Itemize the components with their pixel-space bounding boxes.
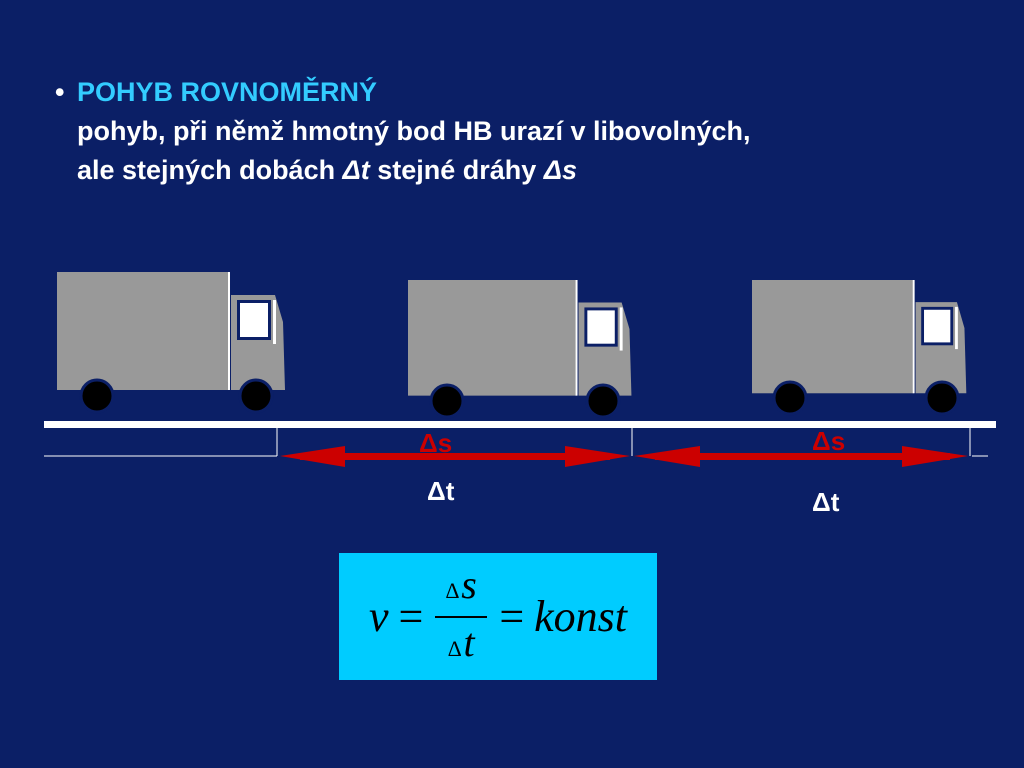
delta-s-label-2: Δs [812,426,845,456]
track-line [44,421,996,428]
definition-line-2: ale stejných dobách Δt stejné dráhy Δs [55,151,995,190]
truck-2 [407,279,633,419]
formula-equals-1: = [398,592,424,641]
fraction-bar [435,615,488,618]
bullet-icon: • [55,77,65,107]
definition-line-2-prefix: ale stejných dobách [77,155,336,185]
definition-text: • POHYB ROVNOMĚRNÝ pohyb, při němž hmotn… [55,72,995,190]
truck-2-rear-wheel [429,383,465,419]
heading: POHYB ROVNOMĚRNÝ [77,77,378,107]
delta-t-label-2: Δt [812,487,840,517]
formula-v: v [368,592,389,641]
truck-2-front-wheel [585,383,621,419]
bullet-heading: • POHYB ROVNOMĚRNÝ [55,72,995,112]
truck-1 [56,271,286,414]
delta-s-symbol: Δs [543,155,577,185]
arrow-segment-1 [280,446,630,467]
truck-3-front-wheel [924,380,960,416]
velocity-formula: v = ∆ s ∆ t = konst [339,553,657,680]
truck-3 [751,279,968,416]
formula-konst: konst [534,592,628,641]
delta-icon: ∆ [445,577,460,603]
formula-t: t [463,619,475,665]
formula-numerator: ∆ s [446,560,477,616]
delta-t-symbol: Δt [342,155,370,185]
definition-line-2-mid: stejné dráhy [377,155,537,185]
delta-s-label-1: Δs [419,428,452,458]
truck-1-rear-wheel [79,378,115,414]
definition-line-1: pohyb, při němž hmotný bod HB urazí v li… [77,116,751,146]
truck-1-front-wheel [238,378,274,414]
formula-fraction: ∆ s ∆ t [435,560,488,674]
formula-s: s [461,561,477,607]
delta-icon: ∆ [448,635,462,661]
arrow-segment-2 [634,446,968,467]
formula-denominator: ∆ t [448,618,475,674]
truck-3-rear-wheel [772,380,808,416]
formula-equals-2: = [499,592,525,641]
delta-t-label-1: Δt [427,476,455,506]
